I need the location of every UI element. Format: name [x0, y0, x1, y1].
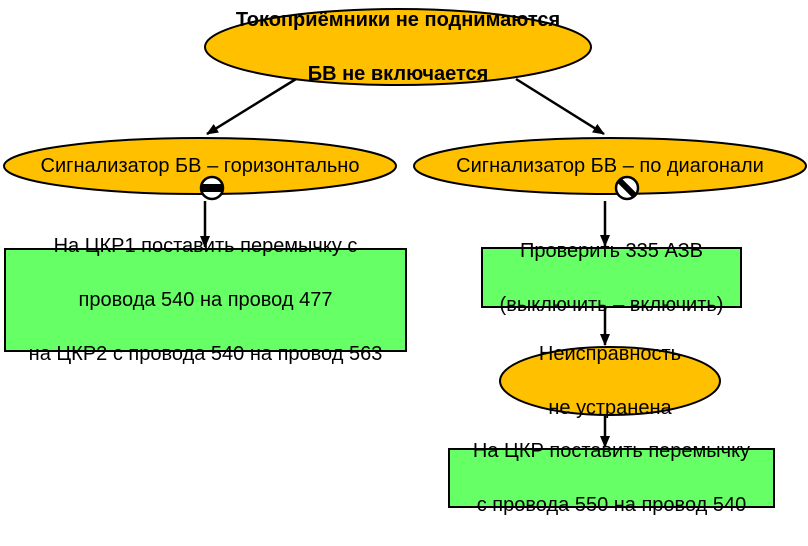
flowchart: Токоприёмники не поднимаются БВ не включ…: [3, 8, 807, 516]
left-signal-ellipse: [3, 137, 397, 195]
top-node-text: Токоприёмники не поднимаются БВ не включ…: [205, 8, 591, 85]
left-action-line-1: На ЦКР1 поставить перемычку с: [53, 234, 358, 257]
final-action-box: [448, 448, 775, 508]
final-action-line-2: с провода 550 на провод 540: [476, 493, 747, 516]
fault-text: Неисправность не устранена: [500, 343, 720, 419]
check-action-line-1: Проверить 335 АЗВ: [519, 239, 704, 262]
top-line-2: БВ не включается: [307, 62, 489, 85]
arrow-top-to-left: [206, 77, 297, 136]
top-line-1: Токоприёмники не поднимаются: [235, 8, 561, 31]
check-action-line-2: (выключить – включить): [499, 293, 724, 316]
right-signal-label: Сигнализатор БВ – по диагонали: [456, 154, 764, 177]
horizontal-bar-circle-icon: [199, 175, 225, 201]
left-signal-text: Сигнализатор БВ – горизонтально: [4, 150, 396, 182]
fault-ellipse: [499, 346, 721, 416]
fault-line-1: Неисправность: [538, 342, 682, 365]
flowchart-shapes: [3, 8, 807, 508]
left-action-line-3: на ЦКР2 с провода 540 на провод 563: [28, 342, 383, 365]
left-action-box: [4, 248, 407, 352]
left-action-line-2: провода 540 на провод 477: [78, 288, 333, 311]
right-signal-text: Сигнализатор БВ – по диагонали: [414, 150, 806, 182]
fault-line-2: не устранена: [548, 396, 672, 419]
left-signal-label: Сигнализатор БВ – горизонтально: [40, 154, 360, 177]
left-action-text: На ЦКР1 поставить перемычку с провода 54…: [5, 235, 406, 365]
check-action-text: Проверить 335 АЗВ (выключить – включить): [482, 240, 741, 316]
check-action-box: [481, 247, 742, 308]
arrow-top-to-right: [515, 77, 605, 136]
right-signal-ellipse: [413, 137, 807, 195]
top-ellipse: [204, 8, 592, 86]
final-action-text: На ЦКР поставить перемычку с провода 550…: [449, 440, 774, 516]
final-action-line-1: На ЦКР поставить перемычку: [472, 439, 751, 462]
diagonal-bar-circle-icon: [614, 175, 640, 201]
